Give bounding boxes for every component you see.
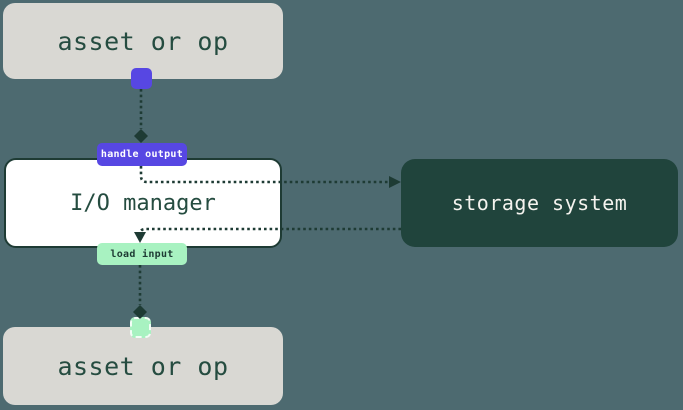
node-storage-system: storage system [401, 159, 678, 247]
node-io-manager-label: I/O manager [70, 190, 216, 216]
edge-label-load-input-text: load input [110, 248, 174, 260]
edge-label-load-input: load input [97, 243, 187, 265]
input-handle-square [130, 317, 151, 338]
output-handle-square [131, 68, 152, 89]
node-asset-or-op-bottom-label: asset or op [57, 351, 229, 381]
node-asset-or-op-bottom: asset or op [3, 327, 283, 405]
node-asset-or-op-top: asset or op [3, 3, 283, 79]
node-asset-or-op-top-label: asset or op [57, 26, 229, 56]
edge-label-handle-output-text: handle output [100, 149, 184, 160]
node-storage-system-label: storage system [451, 191, 628, 215]
arrowhead-right-icon [389, 176, 401, 188]
diamond-icon [134, 129, 148, 143]
node-io-manager: I/O manager [4, 158, 282, 248]
edge-label-handle-output: handle output [97, 143, 187, 166]
